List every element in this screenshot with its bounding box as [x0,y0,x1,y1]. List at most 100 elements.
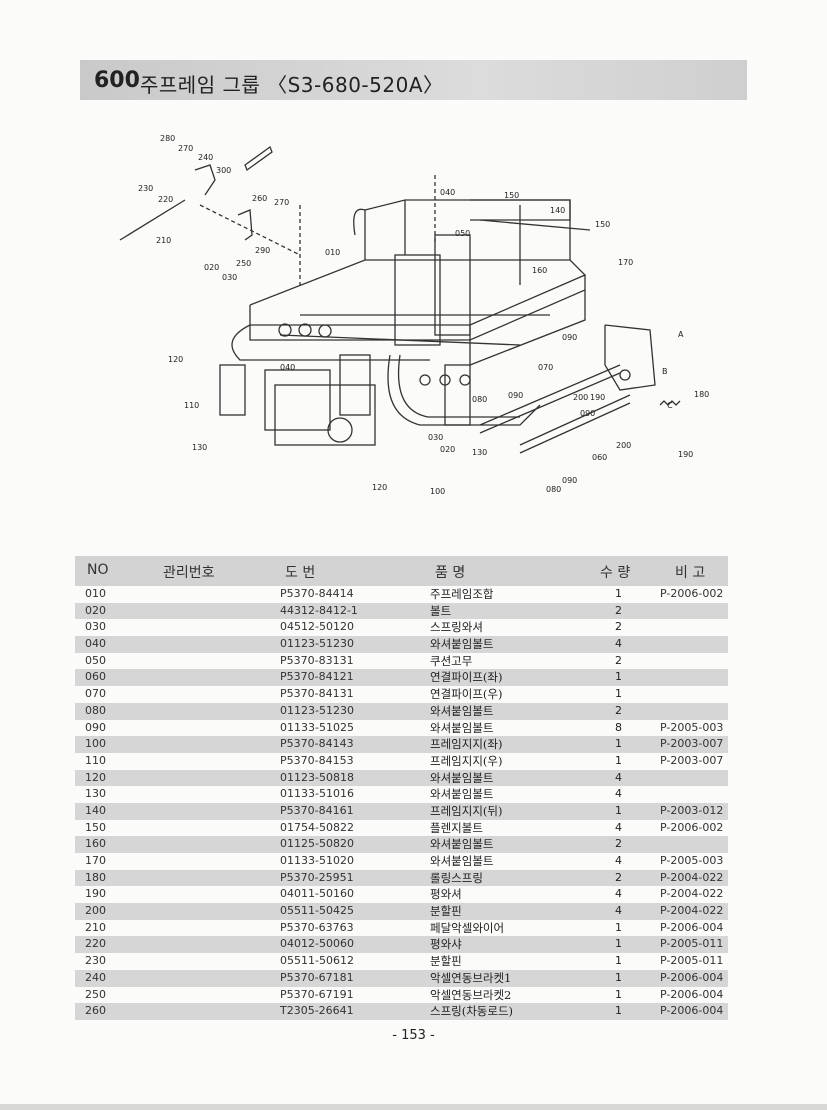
part-number-cell: 080 [85,703,106,717]
callout-label: 200 [616,441,631,450]
drawing-number-cell: 01123-51230 [280,703,354,717]
callout-label: A [678,330,684,339]
quantity-cell: 1 [615,737,622,751]
part-number-cell: 040 [85,637,106,651]
part-number-cell: 140 [85,803,106,817]
part-name-cell: 와셔붙임볼트 [430,770,494,785]
part-name-cell: 주프레임조합 [430,587,494,601]
callout-label: 120 [372,483,387,492]
callout-label: 270 [178,144,193,153]
callout-label: 040 [280,363,295,372]
remarks-cell: P-2005-003 [660,854,724,867]
quantity-cell: 1 [615,970,622,984]
header-part-name: 품 명 [435,565,466,581]
quantity-cell: 1 [615,753,622,767]
part-name-cell: 쿠션고무 [430,653,473,668]
callout-label: 130 [192,443,207,452]
part-number-cell: 170 [85,854,106,867]
part-number-cell: 150 [85,820,106,834]
callout-label: 150 [595,220,610,229]
part-name-cell: 프레임지지(우) [430,753,503,768]
part-name-cell: 악셀연동브라켓2 [430,987,512,1002]
drawing-number-cell: P5370-84143 [280,737,354,751]
part-number-cell: 020 [85,603,106,617]
remarks-cell: P-2006-004 [660,987,724,1001]
callout-label: 080 [472,395,487,404]
remarks-cell: P-2003-012 [660,803,724,817]
quantity-cell: 4 [615,904,622,918]
drawing-number-cell: 04012-50060 [280,937,354,951]
drawing-number-cell: 05511-50612 [280,954,354,968]
callout-label: 290 [255,246,270,255]
callout-label: 090 [562,476,577,485]
callout-label: 130 [472,448,487,457]
part-name-cell: 와셔붙임볼트 [430,637,494,652]
callout-label: 230 [138,184,153,193]
quantity-cell: 1 [615,687,622,701]
drawing-number-cell: 05511-50425 [280,904,354,918]
callout-label: 200 [573,393,588,402]
callout-label: 080 [546,485,561,494]
callout-label: 090 [562,333,577,342]
callout-label: 260 [252,194,267,203]
remarks-cell: P-2006-002 [660,587,724,600]
drawing-number-cell: 01133-51020 [280,854,354,867]
part-number-cell: 200 [85,904,106,918]
callout-label: 220 [158,195,173,204]
quantity-cell: 4 [615,887,622,901]
part-name-cell: 와셔붙임볼트 [430,837,494,852]
callout-label: 300 [216,166,231,175]
diagram-callout-labels: 280 270 240 300 230 220 260 270 210 250 … [138,134,709,496]
callout-label: 030 [222,273,237,282]
callout-label: 250 [236,259,251,268]
quantity-cell: 1 [615,670,622,684]
part-number-cell: 030 [85,620,106,634]
callout-label: 090 [508,391,523,400]
drawing-number-cell: P5370-84121 [280,670,354,684]
part-number-cell: 220 [85,937,106,951]
section-number: 600 [94,68,140,93]
remarks-cell: P-2006-004 [660,920,724,934]
remarks-cell: P-2006-004 [660,970,724,984]
drawing-number-cell: P5370-25951 [280,870,354,884]
quantity-cell: 2 [615,837,622,851]
quantity-cell: 1 [615,920,622,934]
header-management-number: 관리번호 [163,565,215,581]
callout-label: 040 [440,188,455,197]
quantity-cell: 2 [615,620,622,634]
section-header: 600 주프레임 그룹 〈S3-680-520A〉 [80,60,747,100]
page-number: - 153 - [392,1028,435,1043]
callout-label: 140 [550,206,565,215]
drawing-number-cell: P5370-84414 [280,587,354,600]
part-name-cell: 연결파이프(우) [430,687,503,702]
part-name-cell: 플렌지볼트 [430,820,483,835]
frame-assembly-drawing: 280 270 240 300 230 220 260 270 210 250 … [119,134,709,496]
quantity-cell: 4 [615,820,622,834]
drawing-number-cell: P5370-84161 [280,803,354,817]
part-name-cell: 평와샤 [430,937,462,952]
callout-label: B [662,367,668,376]
part-name-cell: 프레임지지(좌) [430,737,503,752]
quantity-cell: 2 [615,870,622,884]
part-number-cell: 070 [85,687,106,701]
part-name-cell: 와셔붙임볼트 [430,854,494,868]
remarks-cell: P-2005-011 [660,937,724,951]
quantity-cell: 1 [615,987,622,1001]
callout-label: 170 [618,258,633,267]
remarks-cell: P-2004-022 [660,870,724,884]
callout-label: 060 [592,453,607,462]
callout-label: 150 [504,191,519,200]
callout-label: 190 [590,393,605,402]
